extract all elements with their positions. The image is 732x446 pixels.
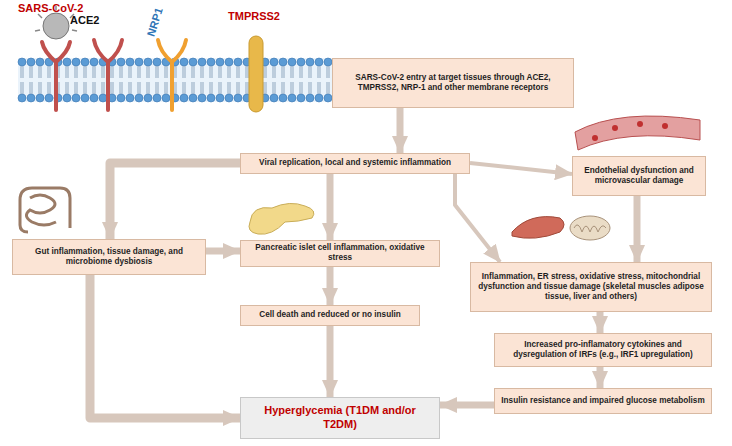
blood-vessel-icon <box>575 116 700 150</box>
box-text: Inflammation, ER stress, oxidative stres… <box>476 272 706 303</box>
part-label: TMPRSS2 <box>228 10 280 22</box>
box-text: Viral replication, local and systemic in… <box>259 158 451 168</box>
flow-arrow <box>327 267 334 306</box>
process-box: Insulin resistance and impaired glucose … <box>494 388 712 414</box>
flow-arrow <box>327 326 334 397</box>
flow-arrow <box>634 196 641 262</box>
box-text: Insulin resistance and impaired glucose … <box>501 396 704 406</box>
flow-arrow <box>470 163 572 174</box>
part-label: SARS-CoV-2 <box>18 2 83 14</box>
flow-arrow <box>206 248 240 255</box>
flow-arrow <box>597 312 604 333</box>
process-box: Pancreatic islet cell inflammation, oxid… <box>240 240 440 267</box>
box-text: SARS-CoV-2 entry at target tissues throu… <box>338 73 568 94</box>
box-text: Endothelial dysfunction and microvascula… <box>578 166 700 187</box>
process-box: Endothelial dysfunction and microvascula… <box>572 156 706 196</box>
flow-arrow <box>90 275 240 418</box>
membrane <box>18 58 332 102</box>
process-box: Viral replication, local and systemic in… <box>240 153 470 174</box>
box-text: Pancreatic islet cell inflammation, oxid… <box>246 243 434 264</box>
process-box: Gut inflammation, tissue damage, and mic… <box>12 239 206 275</box>
part-label: ACE2 <box>70 14 99 26</box>
flow-arrow <box>327 174 334 240</box>
process-box: SARS-CoV-2 entry at target tissues throu… <box>332 58 574 108</box>
flow-arrow <box>440 402 494 409</box>
box-text: Increased pro-inflamatory cytokines and … <box>500 340 706 361</box>
muscle-icon <box>512 217 564 239</box>
pancreas-icon <box>249 203 314 234</box>
ace2-receptor <box>42 40 122 110</box>
process-box: Increased pro-inflamatory cytokines and … <box>494 333 712 367</box>
intestine-icon <box>20 188 70 232</box>
flow-arrow <box>597 367 604 388</box>
mitochondria-icon <box>570 216 610 240</box>
nrp1-receptor <box>158 40 186 110</box>
flow-arrow <box>397 108 404 153</box>
box-text: Cell death and reduced or no insulin <box>259 310 400 320</box>
tmprss2-protein <box>249 36 263 112</box>
box-text: Gut inflammation, tissue damage, and mic… <box>18 247 200 268</box>
box-text: Hyperglycemia (T1DM and/or T2DM) <box>246 404 434 432</box>
part-label: NRP1 <box>144 6 164 38</box>
process-box: Inflammation, ER stress, oxidative stres… <box>470 262 712 312</box>
flow-arrow <box>110 163 240 239</box>
process-box: Cell death and reduced or no insulin <box>240 305 420 326</box>
outcome-box: Hyperglycemia (T1DM and/or T2DM) <box>240 397 440 439</box>
flow-arrow <box>455 174 500 262</box>
